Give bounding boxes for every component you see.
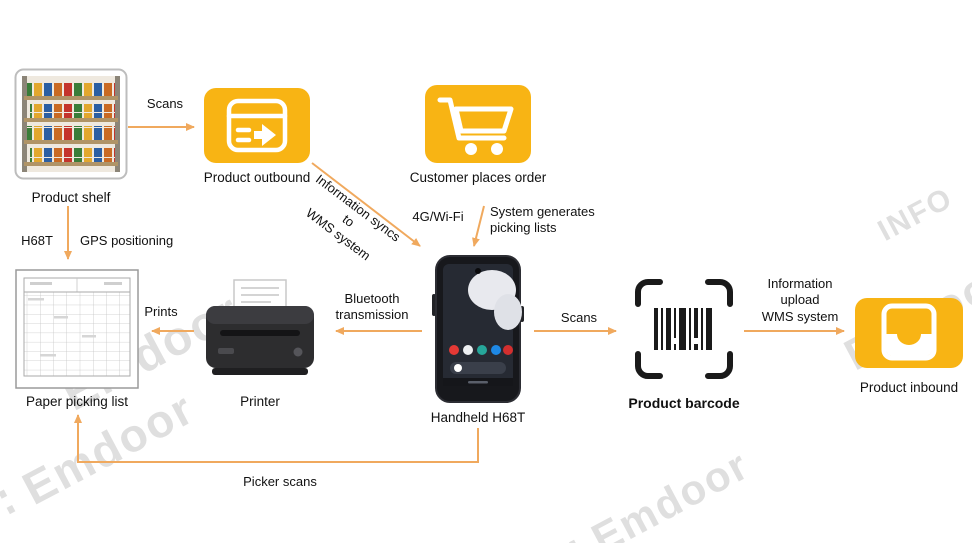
inbound-tray-icon (881, 303, 937, 361)
customer-order-label: Customer places order (409, 170, 547, 185)
printer-label: Printer (240, 394, 280, 409)
edge-label-gps: GPS positioning (80, 233, 174, 248)
product-barcode-label: Product barcode (628, 395, 740, 411)
edge-label-network: 4G/Wi-Fi (412, 209, 464, 224)
handheld-phone-icon (432, 255, 524, 403)
picking-list-icon (15, 269, 139, 389)
product-outbound-tile (204, 88, 310, 163)
paper-picking-list-label: Paper picking list (25, 394, 129, 409)
handheld-label: Handheld H68T (430, 410, 526, 425)
printer-icon (206, 279, 314, 375)
arrow-outbound-to-handheld (311, 162, 421, 247)
edge-label-bluetooth: Bluetooth transmission (335, 291, 409, 323)
product-outbound-label: Product outbound (203, 170, 311, 185)
printer-image (196, 272, 324, 393)
edge-label-device: H68T (21, 233, 53, 248)
arrow-picker-scans-loop (74, 414, 479, 463)
customer-order-tile (425, 85, 531, 163)
arrow-order-to-handheld (472, 205, 485, 247)
product-inbound-label: Product inbound (859, 380, 959, 395)
product-shelf-image (14, 68, 128, 185)
edge-label-info-upload: Information upload WMS system (761, 276, 839, 324)
product-inbound-tile (855, 298, 963, 368)
edge-label-barcode-scans: Scans (560, 310, 598, 325)
product-barcode-image (628, 272, 740, 391)
handheld-image (424, 254, 532, 409)
edge-label-system-generates: System generates picking lists (490, 204, 595, 236)
edge-label-shelf-scans: Scans (146, 96, 184, 111)
shopping-cart-icon (437, 97, 514, 155)
barcode-scan-icon (635, 279, 733, 379)
edge-label-prints: Prints (144, 304, 178, 319)
product-shelf-label: Product shelf (31, 190, 111, 205)
outbound-tray-icon (226, 98, 288, 153)
paper-picking-list-image (14, 268, 140, 395)
shelf-icon (14, 68, 128, 180)
edge-label-picker-scans: Picker scans (243, 474, 317, 489)
